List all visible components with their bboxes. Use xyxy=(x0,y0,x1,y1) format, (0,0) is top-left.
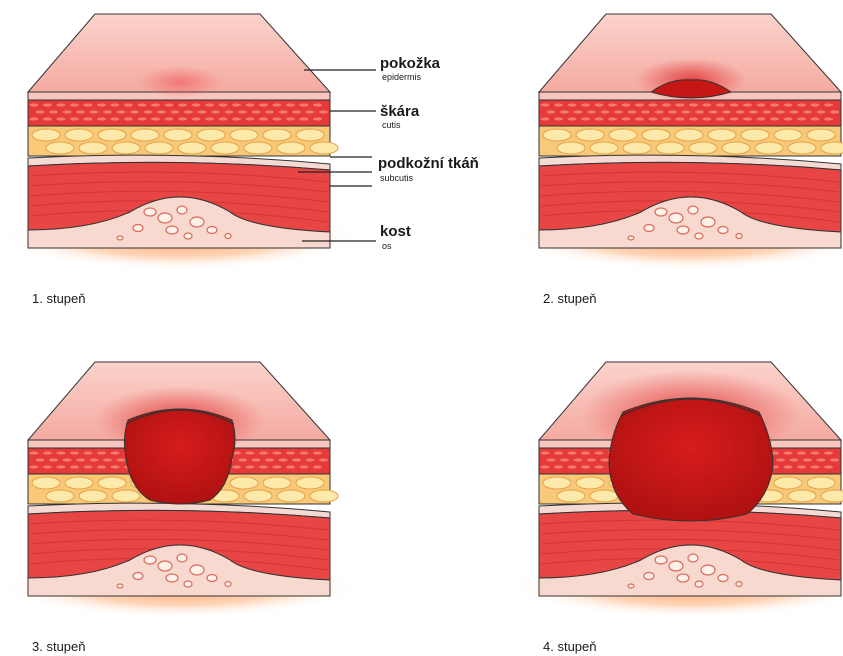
label-epidermis: pokožka xyxy=(380,55,441,72)
caption-stage-1: 1. stupeň xyxy=(32,291,86,306)
skin-panel-stage-1 xyxy=(2,14,358,270)
skin-panel-stage-2 xyxy=(513,14,843,270)
caption-stage-2: 2. stupeň xyxy=(543,291,597,306)
label-epidermis-latin: epidermis xyxy=(382,72,422,82)
label-dermis-latin: cutis xyxy=(382,120,401,130)
label-dermis: škára xyxy=(380,103,420,120)
label-bone: kost xyxy=(380,223,411,240)
deep-wound xyxy=(609,398,773,521)
deep-wound xyxy=(124,409,235,504)
caption-stage-3: 3. stupeň xyxy=(32,639,86,654)
caption-stage-4: 4. stupeň xyxy=(543,639,597,654)
skin-panel-stage-3 xyxy=(2,362,358,618)
label-subcutis-latin: subcutis xyxy=(380,173,414,183)
redness-spot xyxy=(138,66,222,98)
label-subcutis: podkožní tkáň xyxy=(378,155,479,172)
label-bone-latin: os xyxy=(382,241,392,251)
skin-panel-stage-4 xyxy=(513,362,843,618)
